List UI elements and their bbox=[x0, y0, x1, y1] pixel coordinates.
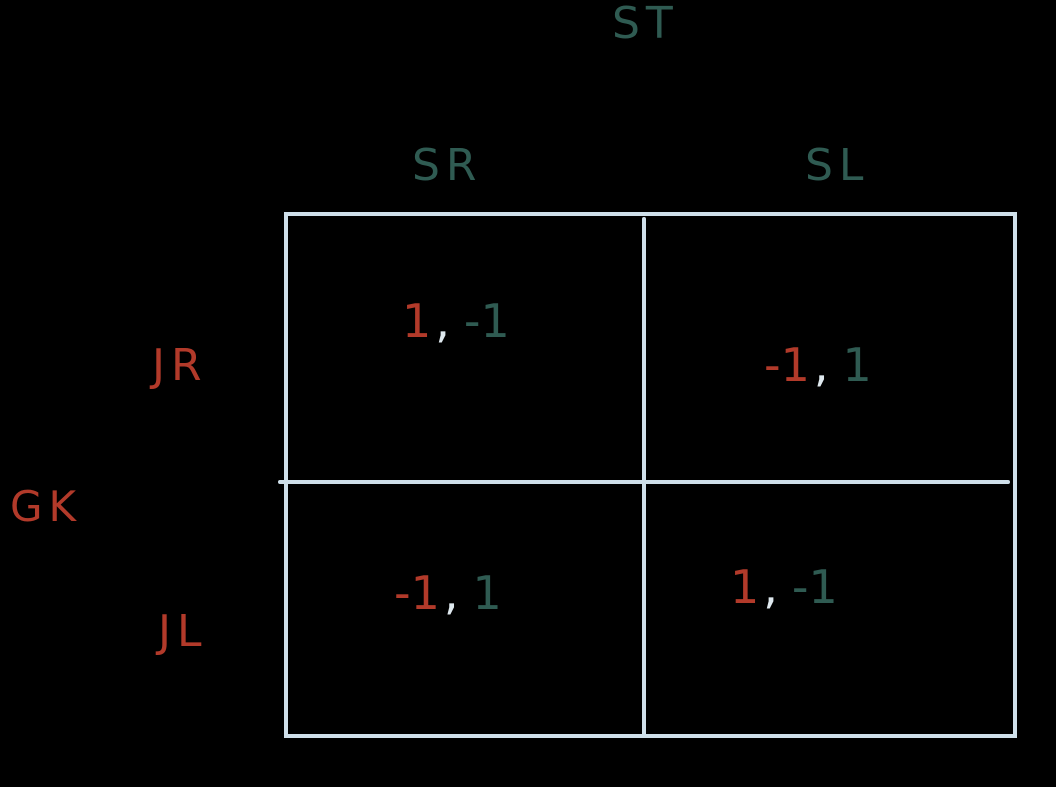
gk-payoff: -1 bbox=[764, 338, 810, 392]
matrix-border bbox=[284, 212, 1017, 738]
gk-payoff: -1 bbox=[394, 566, 440, 620]
payoff-separator: , bbox=[813, 338, 829, 392]
st-payoff: -1 bbox=[791, 560, 838, 614]
row-player-label: GK bbox=[10, 482, 83, 531]
payoff-separator: , bbox=[435, 294, 450, 348]
payoff-cell-jl-sl: 1,-1 bbox=[730, 564, 838, 610]
column-player-label: ST bbox=[612, 0, 679, 49]
row-strategy-jl: JL bbox=[158, 606, 208, 657]
gk-payoff: 1 bbox=[402, 294, 432, 348]
st-payoff: 1 bbox=[842, 338, 872, 392]
payoff-separator: , bbox=[443, 566, 459, 620]
column-strategy-sr: SR bbox=[412, 140, 483, 191]
column-strategy-sl: SL bbox=[805, 140, 870, 191]
payoff-cell-jr-sr: 1,-1 bbox=[402, 298, 510, 344]
payoff-separator: , bbox=[763, 560, 778, 614]
st-payoff: -1 bbox=[463, 294, 510, 348]
st-payoff: 1 bbox=[472, 566, 502, 620]
row-strategy-jr: JR bbox=[152, 340, 208, 391]
payoff-cell-jl-sr: -1,1 bbox=[394, 570, 502, 616]
payoff-cell-jr-sl: -1,1 bbox=[764, 342, 872, 388]
gk-payoff: 1 bbox=[730, 560, 760, 614]
